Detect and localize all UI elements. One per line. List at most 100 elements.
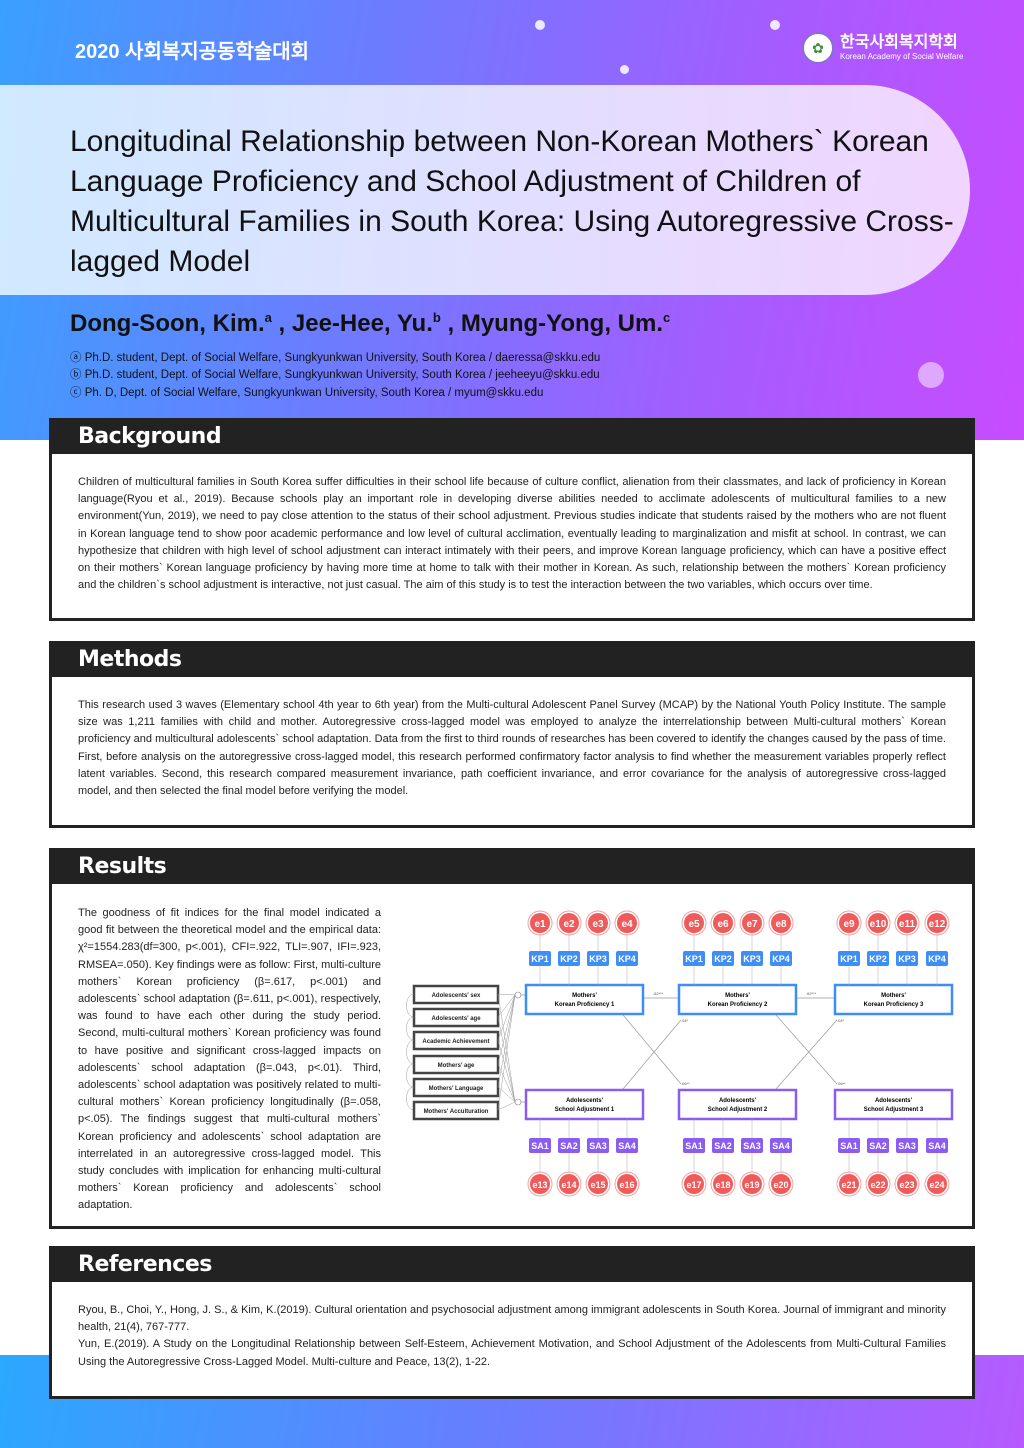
path-coefficient: .04* — [681, 1018, 689, 1023]
indicator-label: KP1 — [840, 954, 858, 964]
error-circle — [927, 913, 947, 933]
latent-box-mothers-korean-proficiency — [677, 983, 798, 1016]
latent-box-school-adjustment — [677, 1088, 798, 1121]
error-ring — [556, 910, 582, 936]
author-sup: b — [432, 310, 441, 325]
logo-korean: 한국사회복지학회 — [840, 34, 958, 51]
indicator-box-sa — [770, 1138, 792, 1153]
background-text: Children of multicultural families in So… — [78, 476, 946, 592]
indicator-box-kp — [616, 951, 638, 966]
conference-name: 2020 사회복지공동학술대회 — [75, 41, 310, 63]
latent-label: Korean Proficiency 1 — [555, 1002, 615, 1008]
error-label: e13 — [532, 1180, 547, 1190]
authors: Dong-Soon, Kim.a , Jee-Hee, Yu.b , Myung… — [70, 310, 670, 338]
affiliation: ⓐ Ph.D. student, Dept. of Social Welfare… — [70, 352, 601, 364]
society-seal-icon: ✿ — [802, 32, 834, 64]
error-circle — [742, 1174, 762, 1194]
indicator-box-kp — [741, 951, 763, 966]
indicator-label: SA4 — [618, 1141, 636, 1151]
error-ring — [865, 1171, 891, 1197]
error-circle — [897, 913, 917, 933]
error-ring — [768, 1171, 794, 1197]
indicator-box-sa — [683, 1138, 705, 1153]
indicator-label: SA1 — [531, 1141, 549, 1151]
error-ring — [836, 1171, 862, 1197]
covariate-path — [497, 993, 516, 1103]
error-ring — [924, 1171, 950, 1197]
author-name: , Jee-Hee, Yu. — [278, 310, 433, 337]
covariate-path — [497, 1063, 516, 1103]
indicator-label: KP2 — [714, 954, 732, 964]
indicator-box-kp — [770, 951, 792, 966]
latent-box-mothers-korean-proficiency — [524, 983, 645, 1016]
latent-box-school-adjustment — [524, 1088, 645, 1121]
covariate-label: Adolescents' age — [431, 1016, 481, 1022]
latent-label: School Adjustment 2 — [708, 1107, 768, 1113]
indicator-box-kp — [712, 951, 734, 966]
error-label: e3 — [592, 919, 604, 930]
error-label: e4 — [621, 919, 633, 930]
indicator-label: KP4 — [928, 954, 946, 964]
indicator-label: KP1 — [685, 954, 703, 964]
affiliation: ⓑ Ph.D. student, Dept. of Social Welfare… — [70, 369, 600, 381]
error-label: e1 — [534, 919, 546, 930]
indicator-box-sa — [741, 1138, 763, 1153]
covariate-node — [514, 991, 522, 999]
covariate-box — [412, 1077, 500, 1098]
section-heading: Methods — [52, 644, 972, 677]
error-ring — [710, 910, 736, 936]
error-label: e2 — [563, 919, 575, 930]
error-ring — [836, 910, 862, 936]
error-label: e14 — [561, 1180, 576, 1190]
indicator-label: KP1 — [531, 954, 549, 964]
covariate-path — [497, 1101, 516, 1111]
covariate-label: Mothers' Language — [429, 1086, 484, 1092]
reference-item: Yun, E.(2019). A Study on the Longitudin… — [78, 1338, 946, 1368]
indicator-label: SA4 — [928, 1141, 946, 1151]
title-panel — [0, 85, 970, 295]
error-label: e12 — [929, 919, 946, 930]
indicator-label: KP4 — [618, 954, 636, 964]
covariate-label: Mothers' Acculturation — [424, 1109, 489, 1115]
error-circle — [617, 1174, 637, 1194]
indicator-box-sa — [558, 1138, 580, 1153]
error-circle — [559, 913, 579, 933]
indicator-box-kp — [867, 951, 889, 966]
error-circle — [771, 913, 791, 933]
cross-lagged-path — [622, 1014, 682, 1085]
error-circle — [530, 1174, 550, 1194]
error-label: e17 — [686, 1180, 701, 1190]
error-ring — [585, 1171, 611, 1197]
background-section: Background Children of multicultural fam… — [49, 418, 975, 621]
path-coefficient: .04* — [837, 1018, 845, 1023]
indicator-box-sa — [896, 1138, 918, 1153]
error-ring — [585, 910, 611, 936]
path-coefficient: .06** — [837, 1081, 846, 1086]
error-label: e20 — [773, 1180, 788, 1190]
indicator-box-sa — [587, 1138, 609, 1153]
covariate-path — [497, 994, 516, 1088]
error-circle — [927, 1174, 947, 1194]
error-circle — [559, 1174, 579, 1194]
indicator-label: SA1 — [840, 1141, 858, 1151]
indicator-label: KP4 — [772, 954, 790, 964]
reference-item: Ryou, B., Choi, Y., Hong, J. S., & Kim, … — [78, 1304, 946, 1334]
indicator-box-sa — [712, 1138, 734, 1153]
latent-label: School Adjustment 1 — [555, 1107, 615, 1113]
error-label: e8 — [775, 919, 787, 930]
decor-dot — [620, 65, 629, 74]
covariate-path — [497, 994, 516, 1041]
error-label: e16 — [619, 1180, 634, 1190]
covariate-path — [497, 994, 516, 1065]
error-circle — [839, 913, 859, 933]
error-label: e18 — [715, 1180, 730, 1190]
latent-box-school-adjustment — [833, 1088, 954, 1121]
decor-dot — [918, 362, 944, 388]
error-circle — [684, 1174, 704, 1194]
indicator-label: SA3 — [898, 1141, 916, 1151]
latent-box-mothers-korean-proficiency — [833, 983, 954, 1016]
indicator-box-sa — [616, 1138, 638, 1153]
indicator-label: SA1 — [685, 1141, 703, 1151]
indicator-box-kp — [529, 951, 551, 966]
